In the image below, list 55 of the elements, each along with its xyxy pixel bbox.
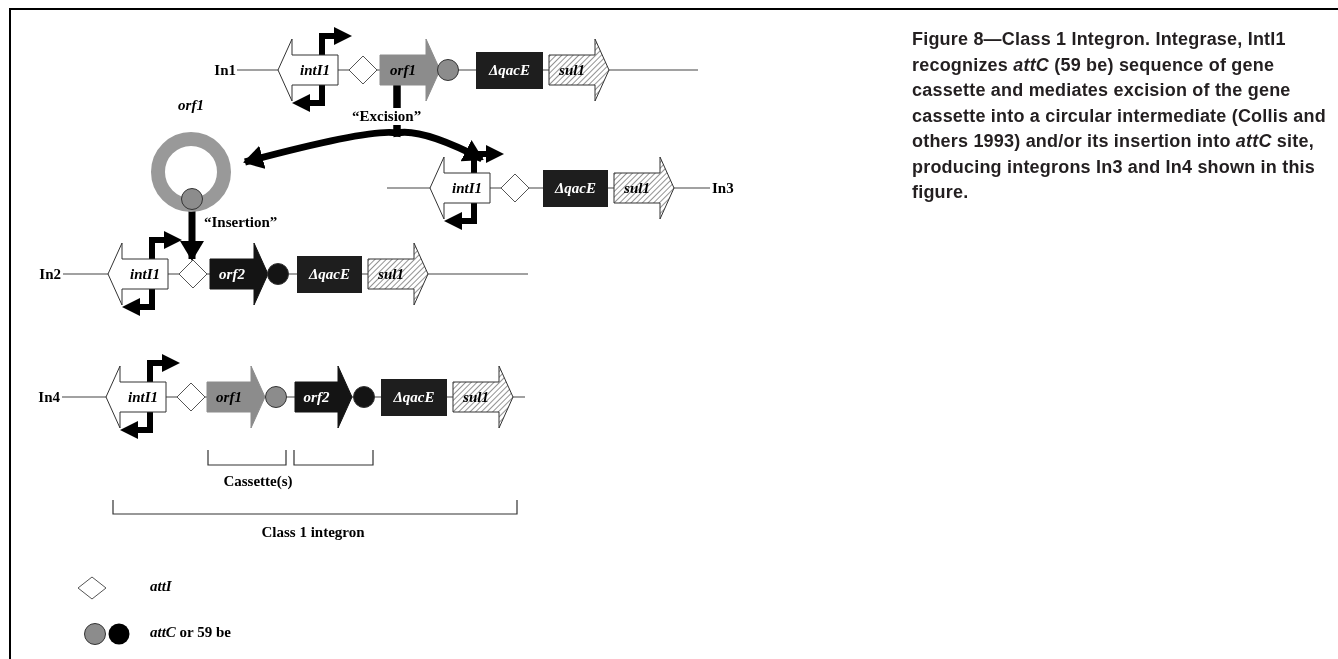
gene-block xyxy=(380,39,440,101)
gene-label: ΔqacE xyxy=(307,265,352,284)
integron-label: In3 xyxy=(712,180,734,197)
legend-label: attC or 59 be xyxy=(150,624,231,641)
gene-block xyxy=(210,243,268,305)
gene-label: sul1 xyxy=(377,265,405,284)
circle-site xyxy=(265,386,287,408)
circle-site xyxy=(437,59,459,81)
circle-site xyxy=(267,263,289,285)
integron-label: In4 xyxy=(38,389,60,406)
diamond-site xyxy=(500,173,530,203)
bracket-label: Class 1 integron xyxy=(260,524,366,541)
gene-label: intI1 xyxy=(127,388,159,407)
gene-label: orf2 xyxy=(302,388,331,407)
gene-block xyxy=(614,157,674,219)
gene-block xyxy=(368,243,428,305)
circle-site xyxy=(181,188,203,210)
gene-block xyxy=(295,366,352,428)
gene-box xyxy=(543,170,608,207)
gene-block xyxy=(453,366,513,428)
gene-label: sul1 xyxy=(558,61,586,80)
gene-block xyxy=(106,366,166,428)
edge-label: “Insertion” xyxy=(204,214,278,231)
gene-block xyxy=(108,243,168,305)
gene-label: ΔqacE xyxy=(553,179,598,198)
gene-box xyxy=(476,52,543,89)
gene-label: orf2 xyxy=(218,265,246,284)
gene-label: orf1 xyxy=(177,96,205,114)
integron-label: In2 xyxy=(39,266,61,283)
gene-block xyxy=(207,366,265,428)
bracket-label: Cassette(s) xyxy=(222,473,294,490)
integron-label: In1 xyxy=(214,62,236,79)
figure-caption: Figure 8—Class 1 Integron. Integrase, IntI1 recognizes attC (59 be) sequence of gene cassette and mediates excision of the gene cassette into a circular intermediate (Collis and others 1993) and/or its insertion into attC site, producing integrons In3 and In4 shown in this figure. xyxy=(912,28,1327,204)
diamond-site xyxy=(348,55,378,85)
circle-site xyxy=(353,386,375,408)
gene-block xyxy=(549,39,609,101)
gene-block xyxy=(430,157,490,219)
gene-label: sul1 xyxy=(462,388,490,407)
diamond-site xyxy=(176,382,206,412)
edge-label: “Excision” xyxy=(350,108,424,125)
gene-label: intI1 xyxy=(299,61,331,80)
gene-label: intI1 xyxy=(451,179,483,198)
gene-label: sul1 xyxy=(623,179,651,198)
gene-label: ΔqacE xyxy=(392,388,436,407)
arrow xyxy=(393,85,484,163)
diamond-site xyxy=(178,259,208,289)
gene-box xyxy=(297,256,362,293)
gene-label: ΔqacE xyxy=(487,61,532,80)
arrow xyxy=(180,210,204,261)
gene-label: orf1 xyxy=(215,388,243,407)
legend-label: attI xyxy=(150,578,172,595)
gene-block xyxy=(278,39,338,101)
gene-box xyxy=(381,379,447,416)
gene-label: orf1 xyxy=(389,61,417,80)
gene-label: intI1 xyxy=(129,265,161,284)
